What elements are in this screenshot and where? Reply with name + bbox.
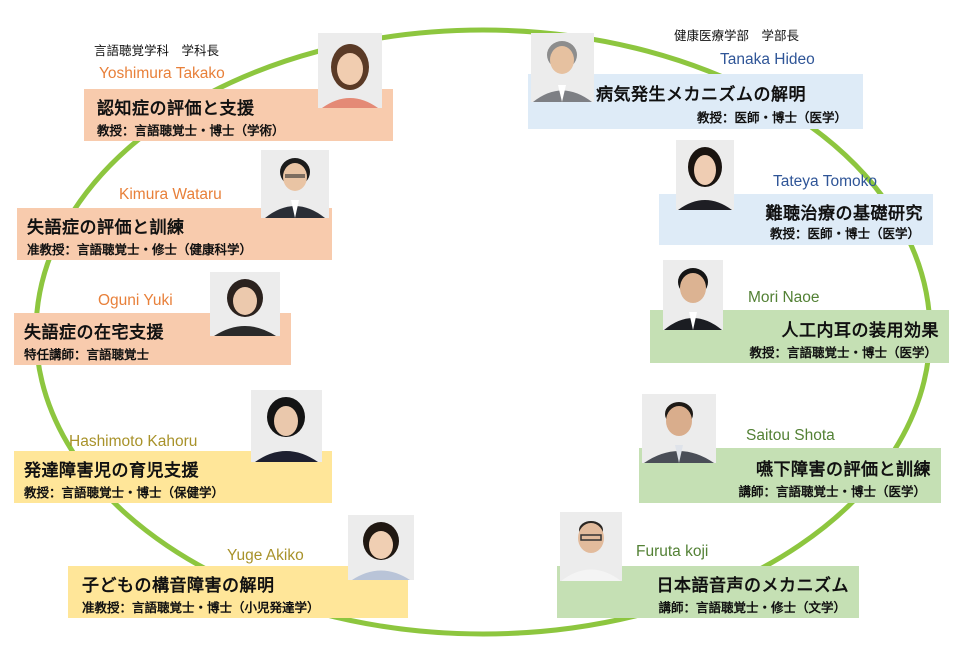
member-position: 講師：言語聴覚士・修士（文学） — [658, 600, 846, 615]
member-name-hashimoto: Hashimoto Kahoru — [69, 433, 198, 450]
member-name-oguni: Oguni Yuki — [98, 292, 173, 309]
member-name-kimura: Kimura Wataru — [119, 186, 222, 203]
research-title: 人工内耳の装用効果 — [781, 321, 939, 341]
member-position: 教授：言語聴覚士・博士（保健学） — [24, 485, 225, 500]
man-portrait-icon — [663, 260, 723, 330]
department-head-role: 言語聴覚学科 学科長 — [94, 43, 220, 58]
man-portrait-icon — [261, 150, 329, 218]
member-position: 特任講師：言語聴覚士 — [24, 347, 150, 362]
man-portrait-icon — [642, 394, 716, 463]
woman-portrait-icon — [251, 390, 322, 462]
member-name-tanaka: Tanaka Hideo — [720, 51, 815, 68]
member-name-yoshimura: Yoshimura Takako — [99, 65, 225, 82]
research-title: 失語症の評価と訓練 — [27, 218, 185, 238]
member-position: 講師：言語聴覚士・博士（医学） — [738, 484, 926, 499]
member-position: 准教授：言語聴覚士・博士（小児発達学） — [82, 600, 320, 615]
member-name-mori: Mori Naoe — [748, 289, 820, 306]
woman-portrait-icon — [348, 515, 414, 580]
research-title: 認知症の評価と支援 — [97, 99, 255, 119]
research-title: 難聴治療の基礎研究 — [765, 204, 923, 224]
man-portrait-icon — [560, 512, 622, 581]
member-position: 准教授：言語聴覚士・修士（健康科学） — [27, 242, 253, 257]
research-title: 子どもの構音障害の解明 — [82, 576, 275, 596]
research-title: 発達障害児の育児支援 — [24, 461, 199, 481]
member-position: 教授：言語聴覚士・博士（医学） — [749, 345, 937, 360]
member-name-tateya: Tateya Tomoko — [773, 173, 877, 190]
woman-portrait-icon — [210, 272, 280, 336]
woman-portrait-icon — [676, 140, 734, 210]
member-name-yuge: Yuge Akiko — [227, 547, 304, 564]
research-title: 日本語音声のメカニズム — [656, 576, 849, 596]
member-card-yoshimura: 認知症の評価と支援 教授：言語聴覚士・博士（学術） — [84, 89, 393, 141]
member-name-saitou: Saitou Shota — [746, 427, 835, 444]
member-card-saitou: 嚥下障害の評価と訓練 講師：言語聴覚士・博士（医学） — [639, 448, 941, 503]
member-card-mori: 人工内耳の装用効果 教授：言語聴覚士・博士（医学） — [650, 310, 949, 363]
faculty-dean-role: 健康医療学部 学部長 — [674, 28, 800, 43]
research-title: 失語症の在宅支援 — [24, 323, 164, 343]
woman-portrait-icon — [318, 33, 382, 108]
member-name-furuta: Furuta koji — [636, 543, 709, 560]
member-position: 教授：言語聴覚士・博士（学術） — [97, 123, 285, 138]
research-title: 嚥下障害の評価と訓練 — [756, 460, 931, 480]
member-position: 教授：医師・博士（医学） — [769, 226, 920, 241]
member-card-kimura: 失語症の評価と訓練 准教授：言語聴覚士・修士（健康科学） — [17, 208, 332, 260]
man-portrait-icon — [531, 33, 594, 102]
member-position: 教授：医師・博士（医学） — [696, 110, 847, 125]
research-title: 病気発生メカニズムの解明 — [596, 85, 806, 105]
